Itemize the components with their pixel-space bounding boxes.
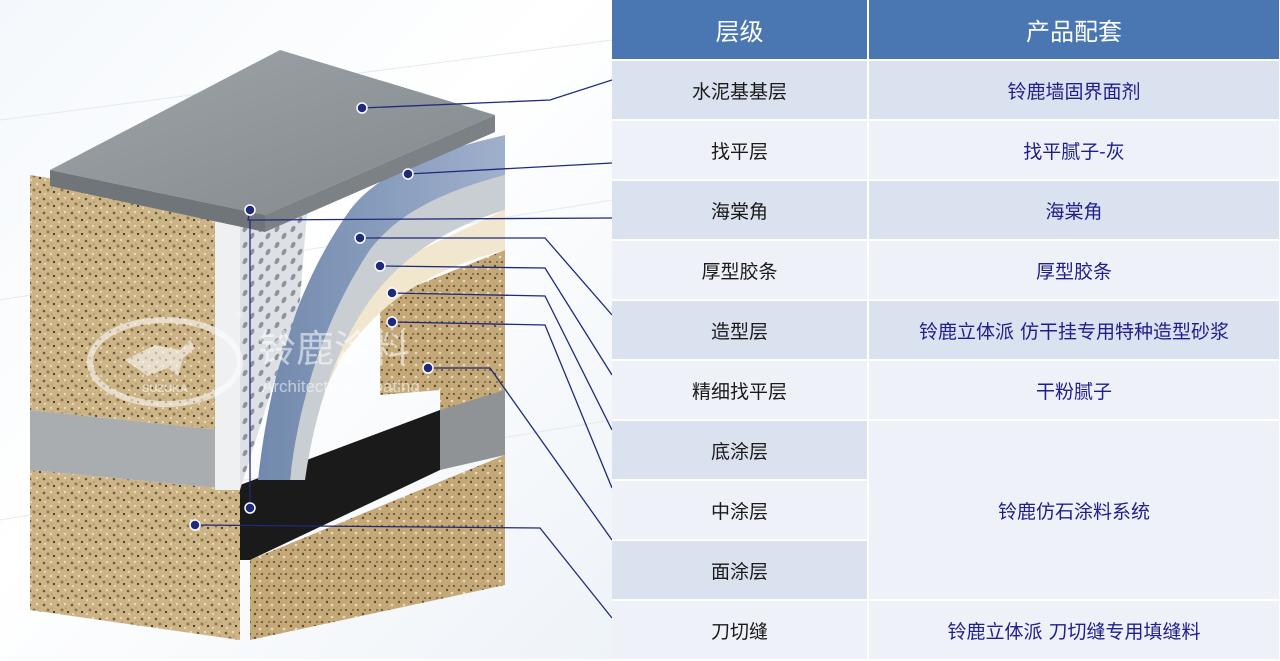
leader-leveling — [407, 162, 612, 175]
cement-top-slab — [50, 50, 495, 215]
primer-layer — [290, 175, 505, 480]
deer-logo-icon — [125, 340, 195, 376]
table-row: 面涂层 — [612, 540, 1280, 601]
table-row: 厚型胶条 厚型胶条 — [612, 240, 1280, 301]
table-row: 水泥基基层 铃鹿墙固界面剂 — [612, 60, 1280, 121]
side-stone-block-lower — [250, 455, 505, 640]
product-cell: 铃鹿立体派 刀切缝专用填缝料 — [868, 600, 1280, 661]
layer-product-table: 层级 产品配套 水泥基基层 铃鹿墙固界面剂 找平层 找平腻子-灰 海棠角 海棠角… — [612, 0, 1280, 661]
product-cell: 铃鹿墙固界面剂 — [868, 60, 1280, 121]
registered-mark: ® — [236, 310, 244, 321]
leader-primer — [391, 321, 612, 489]
product-cell: 铃鹿立体派 仿干挂专用特种造型砂浆 — [868, 300, 1280, 361]
lower-stone-block-front — [30, 470, 240, 640]
layer-cell: 底涂层 — [612, 420, 869, 481]
table-row: 海棠角 海棠角 — [612, 180, 1280, 241]
upper-stone-block-front — [30, 175, 240, 432]
cross-section-illustration: SUZUKA ® 铃鹿涂料 Architectural Coating — [0, 39, 612, 640]
joint-gray — [440, 390, 505, 470]
header-product: 产品配套 — [868, 0, 1280, 61]
side-stone-block — [380, 250, 505, 445]
leader-dots — [189, 102, 434, 531]
cement-top-slab-side — [265, 115, 495, 232]
table-row: 中涂层 — [612, 480, 1280, 541]
layer-cell: 刀切缝 — [612, 600, 869, 661]
layer-cell: 找平层 — [612, 120, 869, 181]
table-row: 底涂层 铃鹿仿石涂料系统 — [612, 420, 1280, 601]
layer-cell: 海棠角 — [612, 180, 869, 241]
layer-cell: 厚型胶条 — [612, 240, 869, 301]
corner-bead-edge — [215, 200, 240, 490]
cement-top-slab-edge — [50, 170, 265, 232]
product-cell: 海棠角 — [868, 180, 1280, 241]
layer-cell: 中涂层 — [612, 480, 869, 541]
wall-cross-section-diagram: SUZUKA ® 铃鹿涂料 Architectural Coating — [0, 0, 612, 659]
table-row: 造型层 铃鹿立体派 仿干挂专用特种造型砂浆 — [612, 300, 1280, 361]
layer-cell: 水泥基基层 — [612, 60, 869, 121]
logo-ring — [87, 317, 243, 407]
table-row: 找平层 找平腻子-灰 — [612, 120, 1280, 181]
product-cell: 厚型胶条 — [868, 240, 1280, 301]
leader-knife-joint — [194, 524, 612, 619]
brand-name-cn: 铃鹿涂料 — [258, 327, 410, 371]
leader-thick-strip — [360, 237, 612, 316]
product-cell: 干粉腻子 — [868, 360, 1280, 421]
leader-midcoat — [428, 367, 612, 541]
mortar-band — [30, 410, 240, 490]
layer-cell: 精细找平层 — [612, 360, 869, 421]
leader-shaping — [379, 265, 612, 376]
product-cell: 找平腻子-灰 — [868, 120, 1280, 181]
table-row: 刀切缝 铃鹿立体派 刀切缝专用填缝料 — [612, 600, 1280, 661]
table-header-row: 层级 产品配套 — [612, 0, 1280, 61]
header-layer: 层级 — [612, 0, 869, 61]
knife-cut-joint — [240, 410, 440, 560]
layer-cell: 造型层 — [612, 300, 869, 361]
brand-watermark: SUZUKA ® 铃鹿涂料 Architectural Coating — [87, 310, 420, 407]
leader-cement-base — [361, 79, 612, 109]
merged-product-cell: 铃鹿仿石涂料系统 — [868, 420, 1280, 601]
brand-name-en: Architectural Coating — [262, 377, 420, 396]
table-row: 精细找平层 干粉腻子 — [612, 360, 1280, 421]
layer-cell: 面涂层 — [612, 540, 869, 601]
logo-text: SUZUKA — [142, 383, 188, 395]
leader-fine-leveling — [391, 292, 612, 431]
